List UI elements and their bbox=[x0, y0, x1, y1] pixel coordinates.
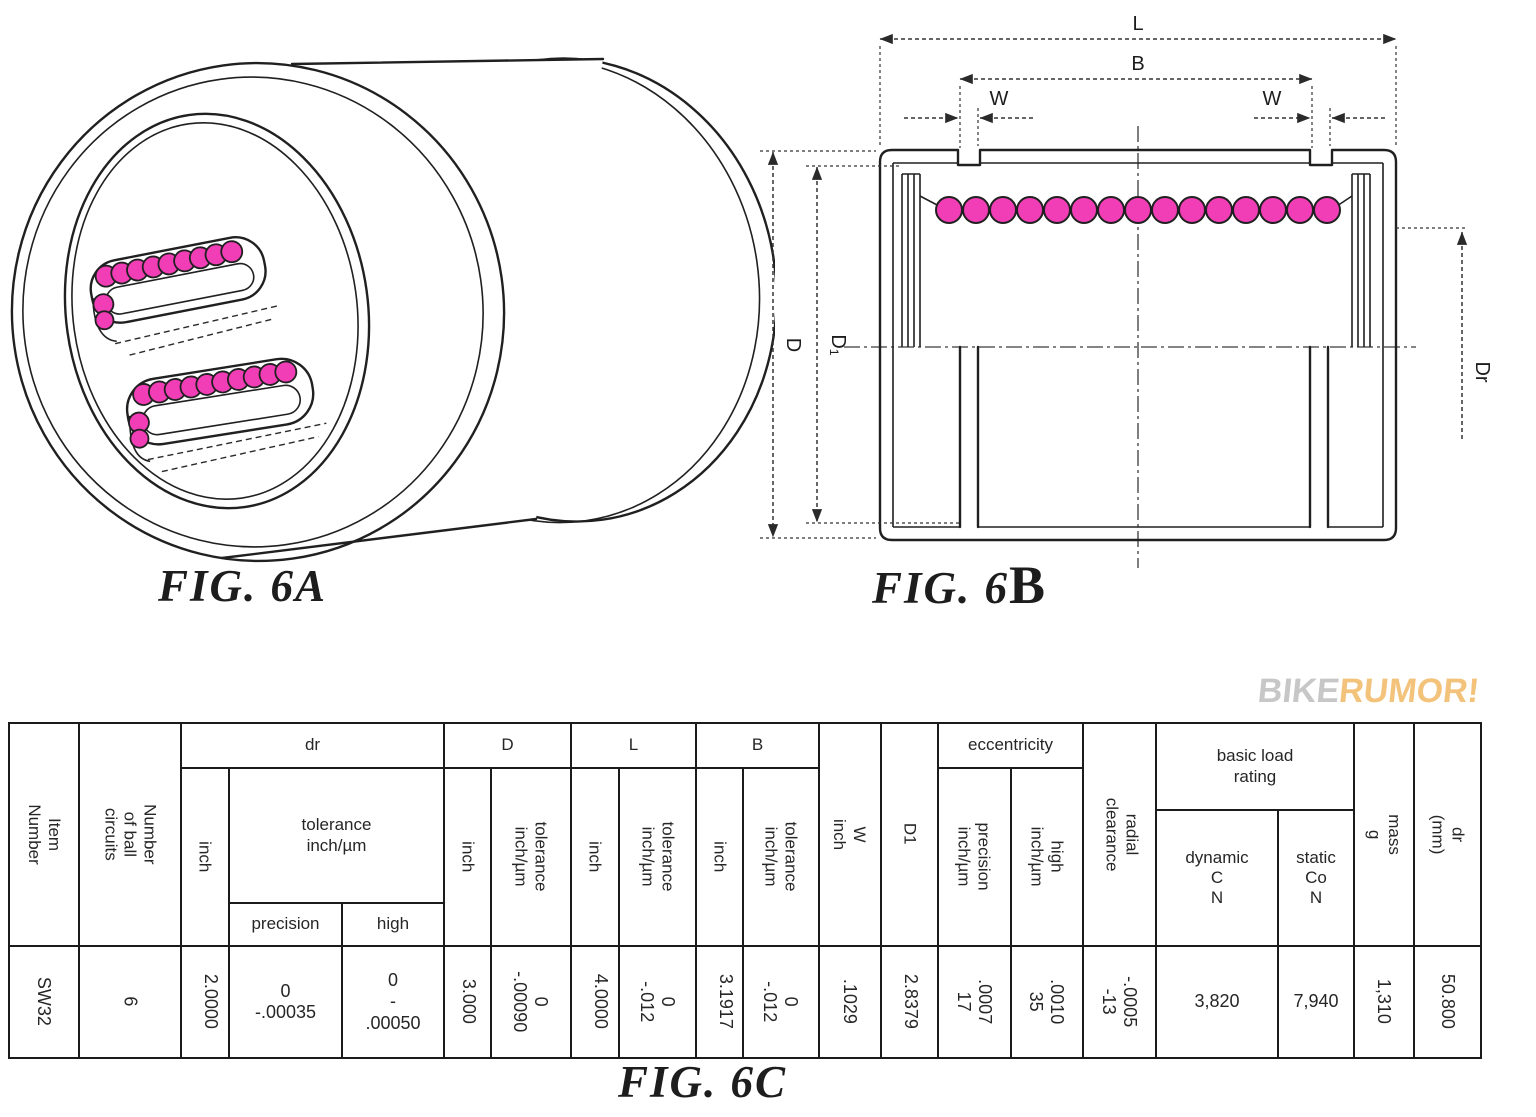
caption-fig6b-suffix: B bbox=[1009, 555, 1046, 615]
dim-label-Dr: Dr bbox=[1471, 361, 1493, 382]
col-header-radial-clearance: radial clearance bbox=[1082, 722, 1157, 947]
col-header-item-number: Item Number bbox=[8, 722, 80, 947]
watermark-rumor: RUMOR! bbox=[1337, 672, 1482, 710]
cell-D1: 2.8379 bbox=[880, 945, 939, 1059]
cell-dr-precision: 0 -.00035 bbox=[228, 945, 343, 1059]
col-header-ball-circuits: Number of ball circuits bbox=[78, 722, 182, 947]
cell-radial-clearance: -.0005 -13 bbox=[1082, 945, 1157, 1059]
cell-item-number: SW32 bbox=[8, 945, 80, 1059]
fig6a-ball-track-lower bbox=[125, 357, 327, 473]
cell-B-inch: 3.1917 bbox=[695, 945, 744, 1059]
fig6a-ball-track-upper bbox=[89, 236, 278, 356]
fig6b-dim-D: D bbox=[760, 150, 876, 539]
cell-D-tolerance: 0 -.00090 bbox=[490, 945, 572, 1059]
dim-label-D: D bbox=[782, 338, 804, 352]
group-header-B: B bbox=[695, 722, 820, 769]
fig6b-dim-Dr: Dr bbox=[1396, 227, 1493, 442]
col-header-dr-precision: precision bbox=[228, 902, 343, 947]
col-header-ecc-high: high inch/µm bbox=[1010, 767, 1084, 947]
spec-table: Item Number Number of ball circuits dr D… bbox=[8, 722, 1482, 1059]
fig6a-balls-lower bbox=[128, 360, 298, 449]
cell-dynamic-C: 3,820 bbox=[1155, 945, 1279, 1059]
col-header-static-Co: static Co N bbox=[1277, 809, 1355, 947]
fig6b-ball-row bbox=[935, 196, 1341, 224]
caption-fig6a: FIG. 6A bbox=[158, 561, 328, 611]
caption-fig6b-prefix: FIG. 6 bbox=[872, 563, 1010, 613]
watermark-bike: BIKE bbox=[1256, 672, 1342, 710]
cell-ecc-precision: .0007 17 bbox=[937, 945, 1012, 1059]
caption-fig6b: FIG. 6B bbox=[872, 554, 1045, 616]
dim-label-W-right: W bbox=[1263, 88, 1282, 110]
dim-label-D1: D₁ bbox=[827, 334, 849, 355]
caption-fig6c: FIG. 6C bbox=[618, 1057, 788, 1107]
cell-ecc-high: .0010 35 bbox=[1010, 945, 1084, 1059]
group-header-eccentricity: eccentricity bbox=[937, 722, 1084, 769]
cell-D-inch: 3.000 bbox=[443, 945, 492, 1059]
spec-table-wrap: Item Number Number of ball circuits dr D… bbox=[8, 722, 1482, 1059]
cell-W: .1029 bbox=[818, 945, 882, 1059]
col-header-D-inch: inch bbox=[443, 767, 492, 947]
col-header-dr-tolerance: tolerance inch/µm bbox=[228, 767, 445, 904]
col-header-ecc-precision: precision inch/µm bbox=[937, 767, 1012, 947]
col-header-W: W inch bbox=[818, 722, 882, 947]
dim-label-B: B bbox=[1131, 53, 1144, 75]
cell-L-tolerance: 0 -.012 bbox=[618, 945, 697, 1059]
cell-ball-circuits: 6 bbox=[78, 945, 182, 1059]
col-header-dynamic-C: dynamic C N bbox=[1155, 809, 1279, 947]
col-header-B-inch: inch bbox=[695, 767, 744, 947]
group-header-D: D bbox=[443, 722, 572, 769]
dim-label-W-left: W bbox=[990, 88, 1009, 110]
col-header-L-tolerance: tolerance inch/µm bbox=[618, 767, 697, 947]
cell-L-inch: 4.0000 bbox=[570, 945, 620, 1059]
cell-dr-high: 0 - .00050 bbox=[341, 945, 445, 1059]
fig6a-cylinder bbox=[10, 57, 775, 563]
group-header-dr: dr bbox=[180, 722, 445, 769]
cell-mass: 1,310 bbox=[1353, 945, 1415, 1059]
cell-B-tolerance: 0 -.012 bbox=[742, 945, 820, 1059]
fig6a-drawing bbox=[10, 57, 775, 563]
fig6b-drawing: L B W W D D₁ bbox=[760, 13, 1493, 568]
col-header-dr-high: high bbox=[341, 902, 445, 947]
group-header-L: L bbox=[570, 722, 697, 769]
dim-label-L: L bbox=[1132, 13, 1143, 35]
fig6a-balls-upper bbox=[92, 240, 244, 331]
watermark: BIKERUMOR! bbox=[1256, 672, 1481, 711]
col-header-B-tolerance: tolerance inch/µm bbox=[742, 767, 820, 947]
col-header-D-tolerance: tolerance inch/µm bbox=[490, 767, 572, 947]
col-header-mass: mass g bbox=[1353, 722, 1415, 947]
col-header-dr-inch: inch bbox=[180, 767, 230, 947]
group-header-basic-load-rating: basic load rating bbox=[1155, 722, 1355, 811]
col-header-dr-mm: dr (mm) bbox=[1413, 722, 1482, 947]
cell-static-Co: 7,940 bbox=[1277, 945, 1355, 1059]
fig6b-dim-L: L bbox=[879, 13, 1397, 146]
col-header-D1: D1 bbox=[880, 722, 939, 947]
fig6b-centerlines bbox=[844, 126, 1416, 568]
fig6b-dim-W-left: W bbox=[904, 88, 1036, 146]
fig6b-dim-B: B bbox=[959, 53, 1313, 148]
cell-dr-inch: 2.0000 bbox=[180, 945, 230, 1059]
col-header-L-inch: inch bbox=[570, 767, 620, 947]
fig6b-dim-D1: D₁ bbox=[806, 165, 960, 524]
fig6b-dim-W-right: W bbox=[1254, 88, 1388, 146]
fig6b-shell bbox=[878, 148, 1398, 542]
cell-dr-mm: 50.800 bbox=[1413, 945, 1482, 1059]
